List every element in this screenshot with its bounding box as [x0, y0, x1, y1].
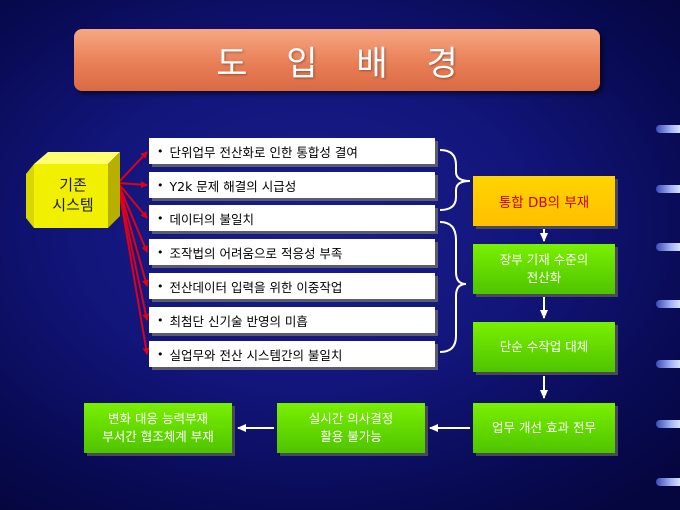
decor-dash — [656, 360, 680, 368]
ledger-line2: 전산화 — [526, 270, 562, 285]
bullet-icon: • — [157, 144, 164, 158]
problem-text: 단위업무 전산화로 인한 통합성 결여 — [169, 144, 358, 160]
brace-bottom — [439, 221, 467, 353]
change-line1: 변화 대응 능력부재 — [108, 411, 208, 426]
manual-work-text: 단순 수작업 대체 — [499, 339, 589, 354]
problem-item: • 조작법의 어려움으로 적응성 부족 — [149, 239, 435, 265]
decor-dash — [656, 420, 680, 428]
problem-item: • Y2k 문제 해결의 시급성 — [149, 172, 435, 198]
bullet-icon: • — [157, 245, 164, 259]
manual-work-box: 단순 수작업 대체 — [473, 322, 615, 372]
decor-dash — [656, 478, 680, 486]
red-connector — [117, 182, 148, 253]
existing-system-block: 기존 시스템 — [24, 150, 120, 230]
decor-dash — [656, 243, 680, 251]
problem-item: • 데이터의 불일치 — [149, 205, 435, 231]
realtime-line1: 실시간 의사결정 — [308, 411, 394, 426]
effect-text: 업무 개선 효과 전무 — [492, 420, 596, 435]
effect-box: 업무 개선 효과 전무 — [473, 403, 615, 453]
red-connector — [117, 182, 150, 355]
realtime-line2: 활용 불가능 — [320, 429, 382, 444]
problem-item: • 단위업무 전산화로 인한 통합성 결여 — [149, 138, 435, 164]
bullet-icon: • — [157, 347, 164, 361]
problem-item: • 최첨단 신기술 반영의 미흡 — [149, 307, 435, 333]
problem-text: 조작법의 어려움으로 적응성 부족 — [169, 245, 343, 261]
existing-system-line2: 시스템 — [52, 196, 94, 214]
change-line2: 부서간 협조체계 부재 — [102, 429, 214, 444]
red-connector — [117, 182, 149, 287]
hexagon-shape-icon — [26, 152, 120, 228]
change-box: 변화 대응 능력부재 부서간 협조체계 부재 — [84, 403, 232, 453]
ledger-box: 장부 기재 수준의 전산화 — [473, 244, 615, 294]
problem-text: 최첨단 신기술 반영의 미흡 — [169, 313, 308, 329]
problem-text: 실업무와 전산 시스템간의 불일치 — [169, 347, 343, 363]
bullet-icon: • — [157, 313, 164, 327]
decor-dash — [656, 300, 680, 308]
brace-top — [439, 149, 471, 211]
red-connector — [117, 181, 148, 189]
existing-system-line1: 기존 — [59, 176, 87, 194]
page-title: 도 입 배 경 — [74, 29, 600, 91]
ledger-line1: 장부 기재 수준의 — [499, 252, 589, 267]
problem-text: 전산데이터 입력을 위한 이중작업 — [169, 279, 343, 295]
decor-dash — [656, 125, 680, 133]
bullet-icon: • — [157, 178, 164, 192]
problem-text: 데이터의 불일치 — [169, 211, 254, 227]
red-connector — [117, 151, 148, 184]
problem-item: • 전산데이터 입력을 위한 이중작업 — [149, 273, 435, 299]
existing-system-label: 기존 시스템 — [32, 164, 114, 226]
problem-item: • 실업무와 전산 시스템간의 불일치 — [149, 341, 435, 367]
bullet-icon: • — [157, 279, 164, 293]
red-connector — [117, 182, 148, 219]
problem-text: Y2k 문제 해결의 시급성 — [169, 178, 297, 194]
realtime-box: 실시간 의사결정 활용 불가능 — [277, 403, 425, 453]
decor-dash — [656, 185, 680, 193]
bullet-icon: • — [157, 211, 164, 225]
integration-db-box: 통합 DB의 부재 — [473, 176, 615, 226]
